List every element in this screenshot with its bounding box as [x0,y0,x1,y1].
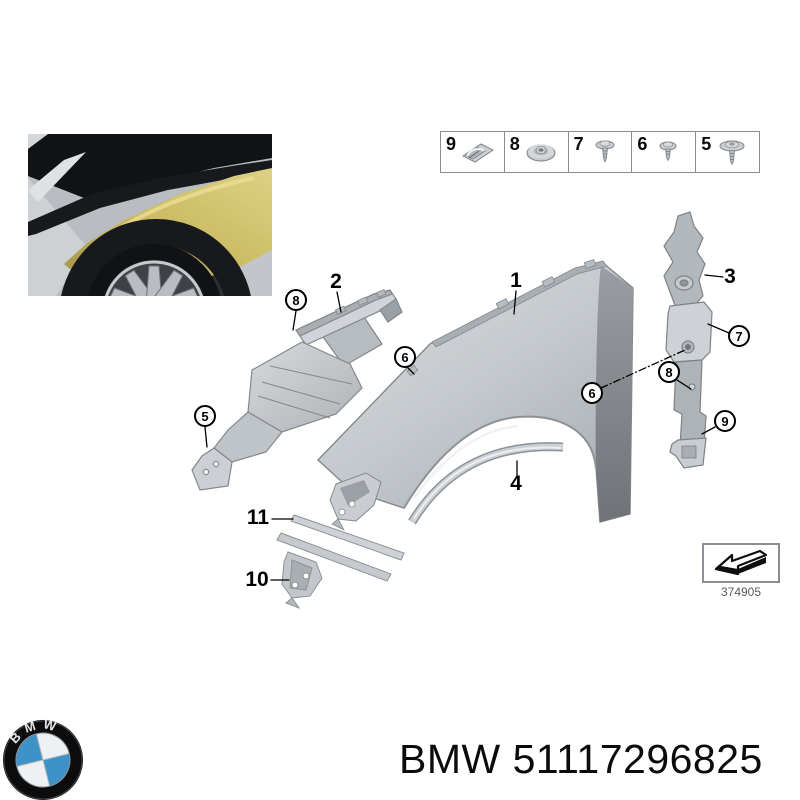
leader-lines [204,274,730,581]
callout-6-side: 6 [581,382,603,404]
part-side-bracket [663,211,713,469]
part-front-bracket [191,289,403,491]
part-arch-trim [408,442,564,525]
legend-number: 5 [701,134,712,154]
part-number-title: BMW 51117296825 [399,736,763,782]
legend-cell-8: 8 [503,132,568,172]
screw-small-washer-icon [595,140,615,164]
grommet-nut-icon [526,144,556,162]
legend-number: 9 [446,134,457,154]
legend-cell-7: 7 [567,132,632,172]
callout-5: 5 [194,405,216,427]
legend-cell-9: 9 [441,132,504,172]
part-label-strip-upper: 11 [246,506,270,529]
legend-number: 8 [509,134,520,154]
speed-nut-clip-icon [462,143,495,163]
legend-cell-5: 5 [695,132,759,172]
diagram-ref-number: 374905 [720,585,762,599]
legend-number: 7 [573,134,584,154]
callout-8-side: 8 [658,361,680,383]
legend-cell-6: 6 [631,132,695,172]
fastener-legend: 9 8 7 [440,131,760,173]
screw-large-washer-icon [719,140,745,166]
callout-6-front: 6 [394,346,416,368]
bmw-logo: BMW [3,718,83,800]
part-label-side-bracket: 3 [724,265,736,288]
direction-arrow-icon [714,549,768,576]
screw-flange-washer-icon [659,141,677,162]
part-label-arch-trim: 4 [510,472,522,495]
callout-7: 7 [728,325,750,347]
diagram-ref-box [702,543,780,583]
callout-9: 9 [714,410,736,432]
part-fender [316,258,634,531]
part-label-fender: 1 [510,269,522,292]
part-label-front-bracket: 2 [330,270,342,293]
legend-number: 6 [637,134,648,154]
callout-8-front: 8 [285,289,307,311]
part-entry-strips [276,514,405,610]
part-label-strip-lower: 10 [245,568,269,591]
